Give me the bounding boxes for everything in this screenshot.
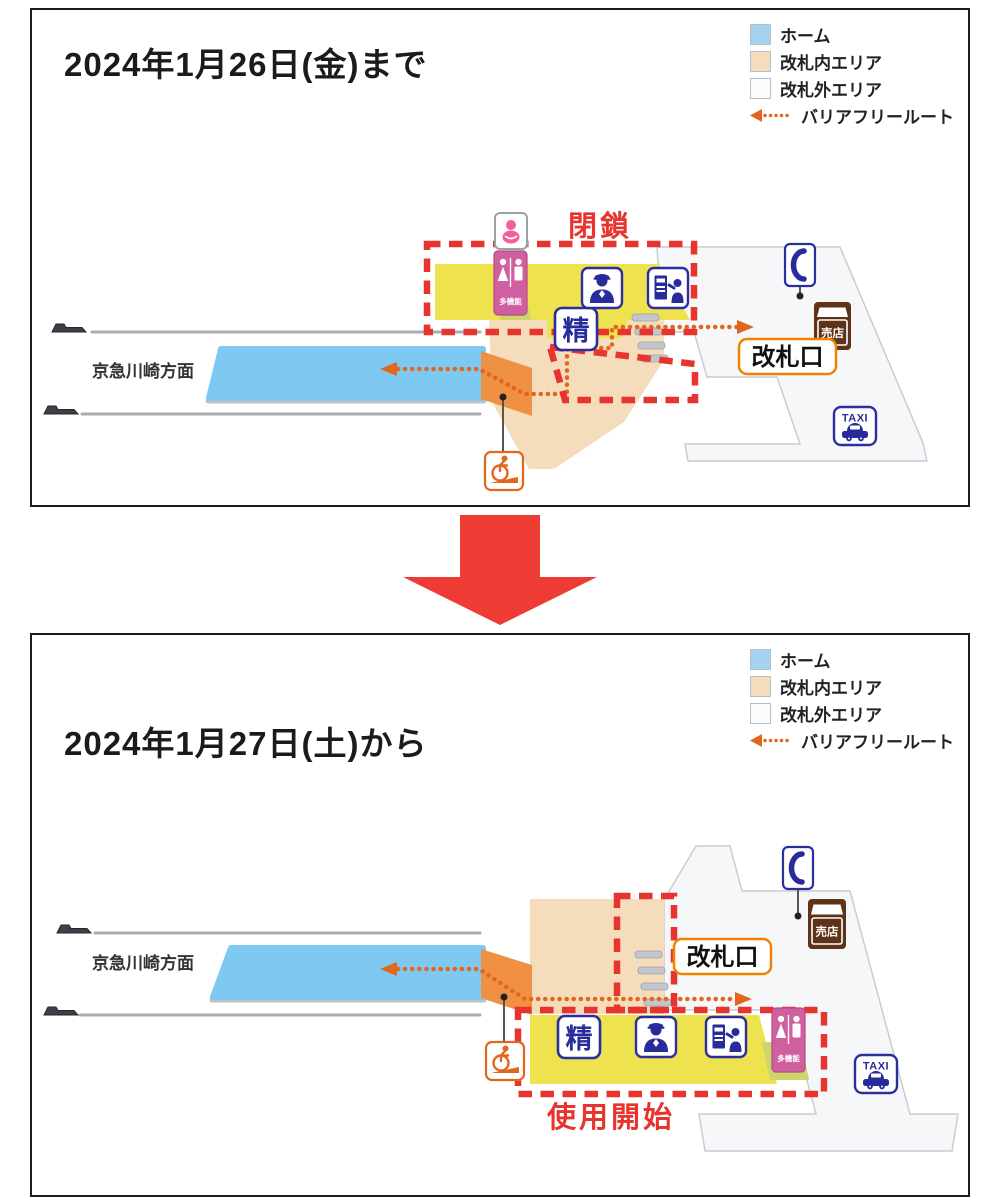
multifunction-toilet-icon: 多機能 [771, 1007, 806, 1073]
panel-before: 2024年1月26日(金)まで ホーム 改札内エリア 改札外エリア バリアフリー… [30, 8, 970, 507]
public-phone-icon [783, 242, 817, 300]
multifunction-toilet-icon: 多機能 [493, 250, 528, 316]
closed-zone-outline [423, 240, 698, 336]
legend-label: 改札内エリア [780, 678, 882, 698]
platform-swatch [750, 648, 771, 670]
fare-adjustment-icon: 精 [556, 1014, 602, 1060]
status-label-in-use: 使用開始 [546, 1101, 675, 1134]
train-icon-upper [56, 924, 93, 934]
station-map-after: 京急川崎方面 使用開始 [43, 845, 959, 1152]
wheelchair-ramp-icon [484, 1040, 526, 1082]
ramp [481, 949, 532, 1015]
outside-gate-swatch [750, 77, 771, 99]
legend-item-platform: ホーム [750, 647, 954, 671]
legend-label: 改札外エリア [780, 705, 882, 725]
legend-label: 改札内エリア [780, 53, 882, 73]
status-label-closed: 閉鎖 [568, 209, 632, 243]
train-icon-upper [51, 323, 88, 333]
svg-text:多機能: 多機能 [777, 1053, 800, 1063]
new-zone-outline [514, 1006, 828, 1098]
barrier-free-route [380, 962, 752, 1006]
outside-gate-swatch [750, 702, 771, 724]
taxi-stand-icon: TAXI [853, 1053, 899, 1095]
station-map-before: 京急川崎方面 閉鎖 [43, 209, 928, 492]
direction-label: 京急川崎方面 [92, 953, 194, 973]
legend-item-outside-gate: 改札外エリア [750, 76, 954, 100]
svg-text:多機能: 多機能 [499, 296, 522, 306]
station-staff-icon [580, 266, 624, 310]
train-icon-lower [43, 1006, 80, 1016]
barrier-free-arrow-icon [750, 733, 792, 747]
legend-label: バリアフリールート [801, 107, 954, 127]
gate-label: 改札口 [672, 937, 773, 976]
svg-text:精: 精 [563, 316, 590, 346]
taxi-stand-icon: TAXI [832, 405, 878, 447]
inside-gate-swatch [750, 675, 771, 697]
svg-text:TAXI: TAXI [863, 1061, 889, 1073]
legend-label: 改札外エリア [780, 80, 882, 100]
svg-text:改札口: 改札口 [687, 944, 759, 971]
gate-label: 改札口 [737, 337, 838, 376]
svg-text:売店: 売店 [821, 326, 844, 340]
inside-gate-area [530, 899, 664, 1014]
panel-after-title: 2024年1月27日(土)から [64, 725, 428, 762]
barrier-free-arrow-icon [750, 108, 792, 122]
fare-adjustment-icon: 精 [553, 306, 599, 352]
legend-label: バリアフリールート [801, 732, 954, 752]
legend-label: ホーム [780, 26, 831, 46]
legend-item-inside-gate: 改札内エリア [750, 49, 954, 73]
panel-after: 2024年1月27日(土)から ホーム 改札内エリア 改札外エリア バリアフリー… [30, 633, 970, 1197]
wheelchair-ramp-icon [483, 450, 525, 492]
ticket-machine-icon [646, 266, 690, 310]
legend-item-barrier-free-route: バリアフリールート [750, 103, 954, 127]
svg-text:TAXI: TAXI [842, 413, 868, 425]
leader-dot [500, 993, 508, 1001]
station-staff-icon [634, 1015, 678, 1059]
baby-room-icon [494, 212, 528, 250]
train-icon-lower [43, 405, 80, 415]
legend-item-inside-gate: 改札内エリア [750, 674, 954, 698]
platform [206, 346, 486, 401]
legend-label: ホーム [780, 651, 831, 671]
transition-arrow-icon [403, 515, 597, 625]
leader-dot [499, 393, 507, 401]
barrier-free-route [380, 320, 754, 397]
legend-item-barrier-free-route: バリアフリールート [750, 728, 954, 752]
direction-label: 京急川崎方面 [92, 361, 194, 381]
svg-text:精: 精 [566, 1024, 593, 1054]
legend-after: ホーム 改札内エリア 改札外エリア バリアフリールート [750, 647, 954, 752]
kiosk-shop-icon: 売店 [808, 899, 846, 949]
ticket-machine-icon [704, 1015, 748, 1059]
legend-item-outside-gate: 改札外エリア [750, 701, 954, 725]
new-gates-outline [613, 892, 678, 1014]
legend-before: ホーム 改札内エリア 改札外エリア バリアフリールート [750, 22, 954, 127]
legend-item-platform: ホーム [750, 22, 954, 46]
platform [210, 945, 486, 1000]
svg-text:改札口: 改札口 [752, 344, 824, 371]
svg-text:売店: 売店 [816, 925, 839, 939]
platform-swatch [750, 23, 771, 45]
inside-gate-swatch [750, 50, 771, 72]
public-phone-icon [781, 845, 815, 920]
closed-gates-outline [545, 343, 699, 404]
panel-before-title: 2024年1月26日(金)まで [64, 46, 428, 83]
